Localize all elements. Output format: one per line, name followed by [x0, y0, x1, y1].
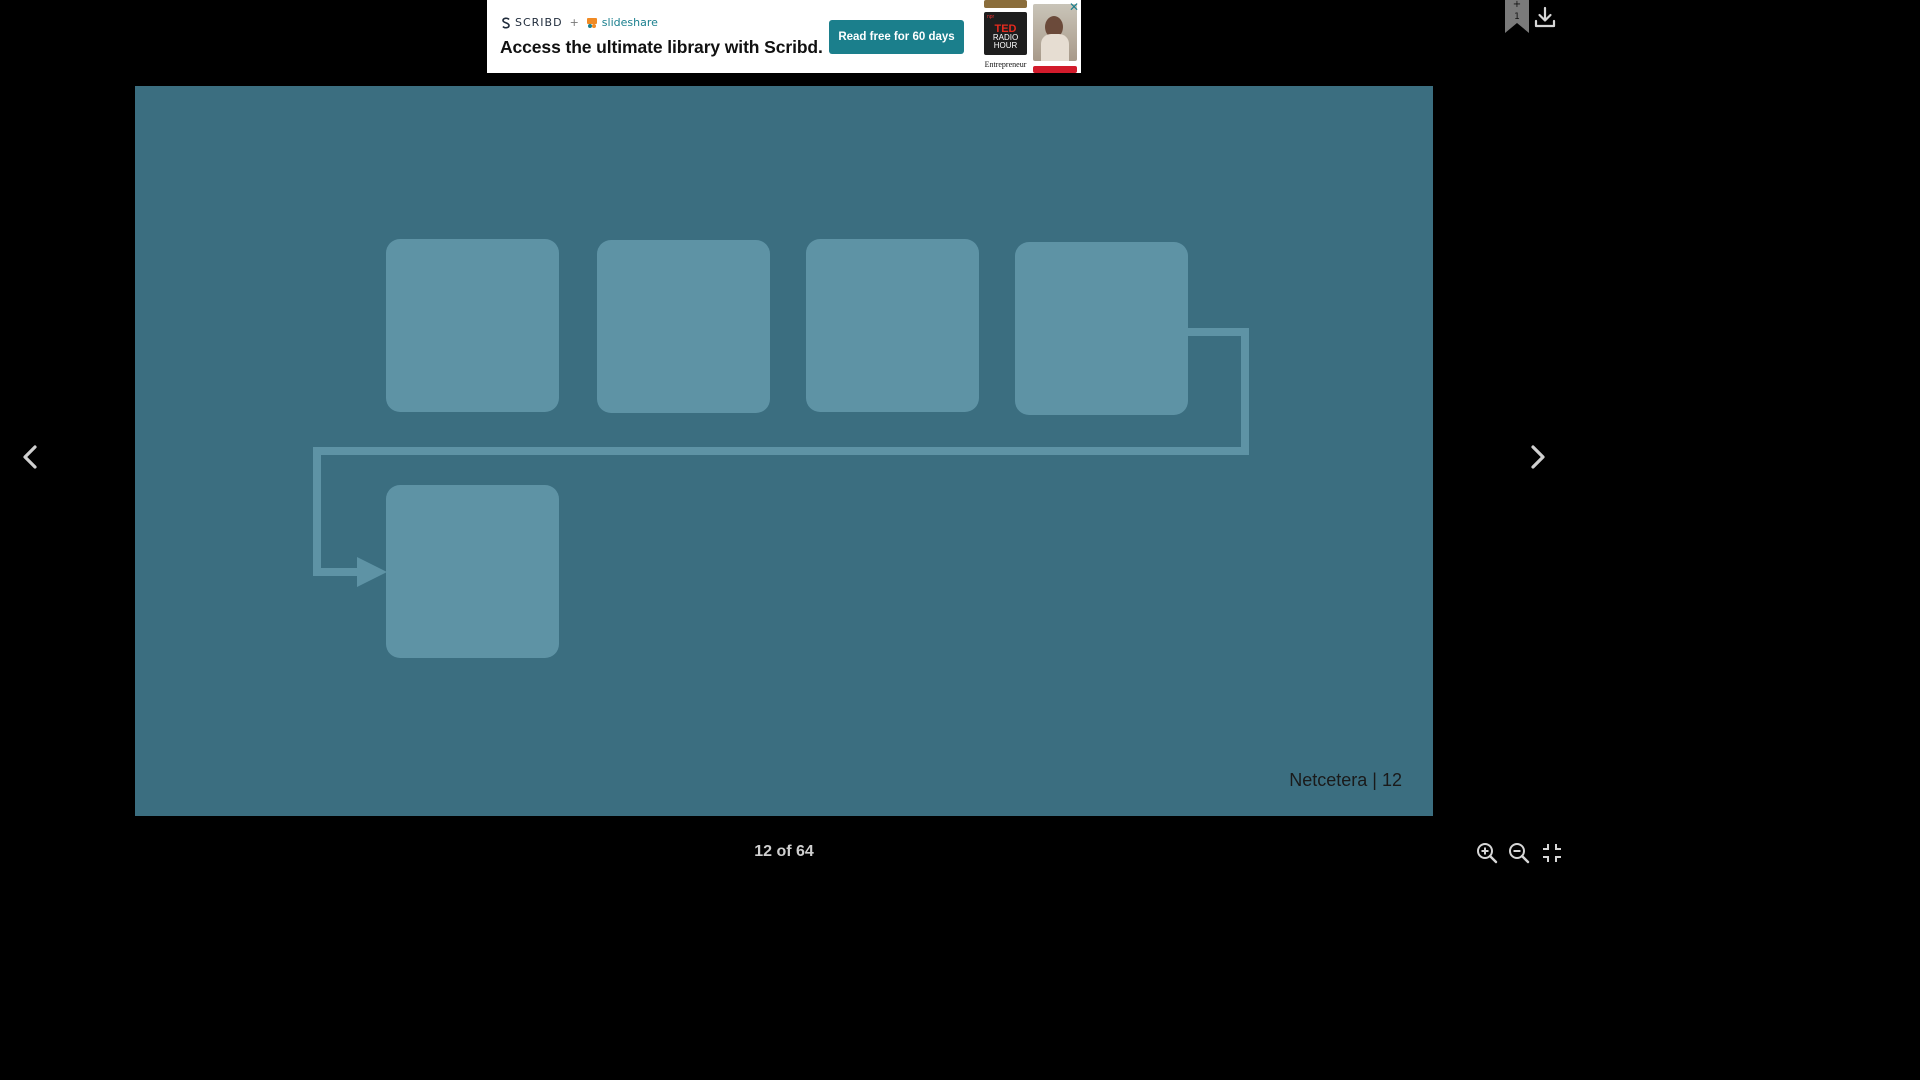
ad-headline: Access the ultimate library with Scribd.: [500, 37, 823, 57]
collapse-icon: [1543, 844, 1561, 862]
zoom-out-icon: [1509, 843, 1530, 864]
zoom-out-button[interactable]: [1508, 842, 1530, 864]
book-cover[interactable]: [1033, 66, 1077, 73]
slide: Netcetera | 12: [135, 86, 1433, 816]
bookmark-icon: [1505, 0, 1529, 33]
download-button[interactable]: [1534, 6, 1556, 28]
flow-connector: [313, 328, 1249, 587]
next-slide-button[interactable]: [1522, 440, 1554, 474]
arrowhead-icon: [357, 557, 387, 587]
brand-plus: +: [569, 16, 579, 29]
flow-box-4: [1015, 242, 1188, 415]
zoom-in-icon: [1477, 843, 1498, 864]
slideshare-label: slideshare: [601, 16, 658, 29]
ad-book-covers[interactable]: npr TED RADIO HOUR Entrepreneur: [984, 0, 1081, 73]
flow-box-2: [597, 240, 770, 413]
ted-label: TED: [994, 23, 1017, 35]
flow-box-5: [386, 485, 559, 658]
slide-footer: Netcetera | 12: [1289, 770, 1402, 790]
download-icon: [1534, 6, 1556, 28]
entrepreneur-cover[interactable]: Entrepreneur: [984, 59, 1027, 73]
chevron-left-icon: [23, 445, 37, 469]
bookmark-button[interactable]: + 1: [1503, 0, 1531, 33]
scribd-logo-icon: [502, 16, 510, 29]
page-indicator: 12 of 64: [754, 843, 814, 860]
bookmark-plus: +: [1512, 0, 1522, 10]
book-cover[interactable]: [984, 0, 1027, 8]
flow-box-1: [386, 239, 559, 412]
bookmark-count: 1: [1514, 12, 1520, 22]
ted-radio-hour-cover[interactable]: npr TED RADIO HOUR: [984, 12, 1027, 55]
scribd-label: SCRIBD: [515, 16, 563, 29]
cover-portrait: [1045, 16, 1063, 38]
ad-banner[interactable]: SCRIBD + slideshare Access the ultimate …: [487, 0, 1081, 73]
cover-figure: [1041, 34, 1069, 61]
read-free-button[interactable]: Read free for 60 days: [829, 20, 964, 54]
magazine-cover[interactable]: [1033, 4, 1077, 61]
exit-fullscreen-button[interactable]: [1541, 842, 1563, 864]
slideshare-logo-icon: [586, 17, 597, 28]
zoom-in-button[interactable]: [1476, 842, 1498, 864]
ad-close-icon[interactable]: ✕: [1069, 0, 1080, 14]
chevron-right-icon: [1531, 445, 1545, 469]
radio-hour-label: RADIO HOUR: [992, 33, 1019, 50]
previous-slide-button[interactable]: [14, 440, 46, 474]
flow-box-3: [806, 239, 979, 412]
ad-brand: SCRIBD + slideshare: [501, 16, 658, 29]
npr-label: npr: [987, 14, 995, 20]
